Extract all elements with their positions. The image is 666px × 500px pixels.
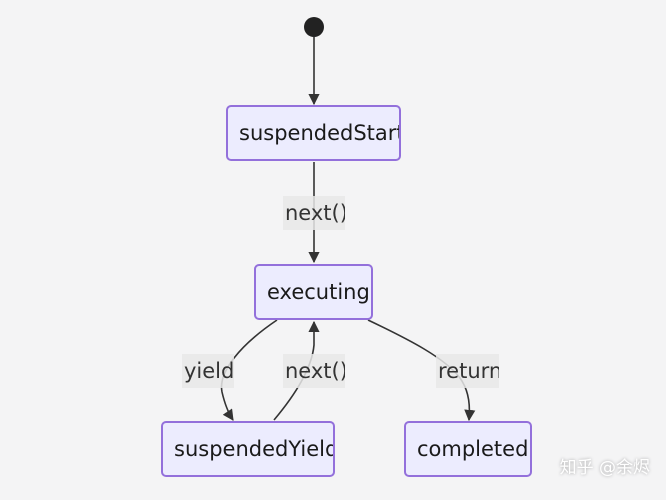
state-suspended-yield-label: suspendedYield bbox=[174, 437, 335, 461]
state-completed[interactable]: completed bbox=[404, 421, 532, 477]
state-executing[interactable]: executing bbox=[254, 264, 373, 320]
initial-state-dot bbox=[304, 17, 324, 37]
state-suspended-yield[interactable]: suspendedYield bbox=[161, 421, 335, 477]
edge-label-start-to-executing: next() bbox=[283, 196, 345, 230]
state-executing-label: executing bbox=[267, 280, 370, 304]
state-suspended-start[interactable]: suspendedStart bbox=[226, 105, 401, 161]
state-completed-label: completed bbox=[417, 437, 529, 461]
state-suspended-start-label: suspendedStart bbox=[239, 121, 401, 145]
watermark: 知乎 @余烬 bbox=[559, 458, 650, 478]
edge-label-executing-to-yield: yield bbox=[182, 354, 234, 388]
edge-label-yield-to-executing: next() bbox=[283, 354, 345, 388]
edge-executing-to-suspended-yield bbox=[220, 319, 278, 421]
edge-label-executing-to-completed: return bbox=[436, 354, 499, 388]
